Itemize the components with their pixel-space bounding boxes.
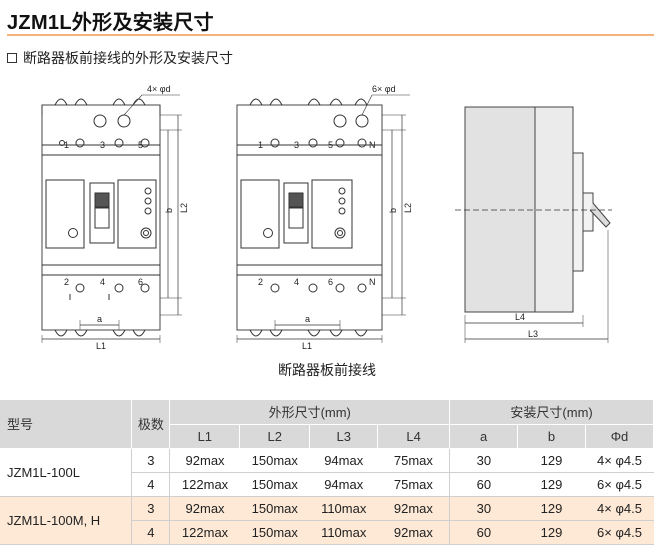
table-row: JZM1L-100M, H 3 92max 150max 110max 92ma… <box>0 496 654 545</box>
side-view <box>455 106 612 343</box>
cell-L3: 110max <box>309 496 378 521</box>
cell-poles: 3 <box>131 448 171 473</box>
cell-d: 6× φ4.5 <box>585 472 654 497</box>
header-L2: L2 <box>239 424 311 449</box>
terminal-top-3: 3 <box>100 140 105 150</box>
terminal-top-1: 1 <box>64 140 69 150</box>
cell-L4: 75max <box>377 472 451 497</box>
header-outline: 外形尺寸(mm) <box>169 400 451 425</box>
title-divider <box>7 34 654 36</box>
terminal-bottom-4-4p: 4 <box>294 277 299 287</box>
front-view-3-pole <box>41 94 182 343</box>
cell-L1: 122max <box>169 472 240 497</box>
header-mount: 安装尺寸(mm) <box>449 400 654 425</box>
dim-L4: L4 <box>515 312 525 322</box>
terminal-bottom-n-4p: N <box>369 277 376 287</box>
cell-L4: 92max <box>377 496 451 521</box>
header-a: a <box>449 424 519 449</box>
cell-model: JZM1L-100M, H <box>0 496 133 545</box>
cell-a: 60 <box>449 520 518 545</box>
cell-a: 60 <box>449 472 518 497</box>
cell-a: 30 <box>449 496 518 521</box>
terminal-top-5: 5 <box>138 140 143 150</box>
terminal-top-3-4p: 3 <box>294 140 299 150</box>
terminal-top-5-4p: 5 <box>328 140 333 150</box>
page-title: JZM1L外形及安装尺寸 <box>7 12 214 34</box>
cell-b: 129 <box>517 520 586 545</box>
cell-L3: 94max <box>309 472 378 497</box>
table-row: 4 122max 150max 110max 92max 60 129 6× φ… <box>0 520 654 545</box>
cell-L2: 150max <box>239 496 310 521</box>
header-d: Φd <box>585 424 654 449</box>
cell-b: 129 <box>517 472 586 497</box>
dim-L1-4p: L1 <box>302 341 312 350</box>
table-row: 4 122max 150max 94max 75max 60 129 6× φ4… <box>0 472 654 497</box>
cell-a: 30 <box>449 448 518 473</box>
terminal-top-n-4p: N <box>369 140 376 150</box>
cell-d: 6× φ4.5 <box>585 520 654 545</box>
hole-label-3p: 4× φd <box>147 84 171 94</box>
header-L1: L1 <box>169 424 241 449</box>
section-heading: 断路器板前接线的外形及安装尺寸 <box>7 48 233 68</box>
terminal-top-1-4p: 1 <box>258 140 263 150</box>
cell-model: JZM1L-100L <box>0 448 133 497</box>
section-heading-text: 断路器板前接线的外形及安装尺寸 <box>23 50 233 66</box>
hole-label-4p: 6× φd <box>372 84 396 94</box>
drawing-caption: 断路器板前接线 <box>278 362 376 378</box>
cell-L2: 150max <box>239 448 310 473</box>
dim-L1-3p: L1 <box>96 341 106 350</box>
terminal-bottom-6-4p: 6 <box>328 277 333 287</box>
dim-b-3p: b <box>164 208 174 213</box>
cell-L1: 92max <box>169 496 240 521</box>
cell-L3: 94max <box>309 448 378 473</box>
cell-poles: 4 <box>131 520 171 545</box>
header-model: 型号 <box>0 400 133 449</box>
dim-L2-3p: L2 <box>179 203 189 213</box>
cell-L2: 150max <box>239 472 310 497</box>
cell-L4: 75max <box>377 448 451 473</box>
dim-b-4p: b <box>388 208 398 213</box>
cell-d: 4× φ4.5 <box>585 496 654 521</box>
dimension-table: 型号 极数 外形尺寸(mm) 安装尺寸(mm) L1 L2 L3 L4 a b … <box>0 400 654 545</box>
cell-L4: 92max <box>377 520 451 545</box>
cell-d: 4× φ4.5 <box>585 448 654 473</box>
header-L4: L4 <box>377 424 451 449</box>
dim-a-3p: a <box>97 314 102 324</box>
cell-L3: 110max <box>309 520 378 545</box>
cell-L2: 150max <box>239 520 310 545</box>
terminal-bottom-2-4p: 2 <box>258 277 263 287</box>
table-row: JZM1L-100L 3 92max 150max 94max 75max 30… <box>0 448 654 497</box>
square-bullet-icon <box>7 53 17 63</box>
terminal-bottom-6: 6 <box>138 277 143 287</box>
header-b: b <box>517 424 586 449</box>
cell-poles: 3 <box>131 496 171 521</box>
cell-b: 129 <box>517 496 586 521</box>
cell-b: 129 <box>517 448 586 473</box>
header-L3: L3 <box>309 424 379 449</box>
dimension-drawing: 4× φd 1 3 5 2 4 6 b L2 a L1 <box>41 84 612 350</box>
header-poles: 极数 <box>131 400 171 449</box>
terminal-bottom-2: 2 <box>64 277 69 287</box>
dim-L3: L3 <box>528 329 538 339</box>
front-view-4-pole <box>236 94 410 343</box>
cell-poles: 4 <box>131 472 171 497</box>
cell-L1: 122max <box>169 520 240 545</box>
dim-L2-4p: L2 <box>403 203 413 213</box>
cell-L1: 92max <box>169 448 240 473</box>
terminal-bottom-4: 4 <box>100 277 105 287</box>
dim-a-4p: a <box>305 314 310 324</box>
